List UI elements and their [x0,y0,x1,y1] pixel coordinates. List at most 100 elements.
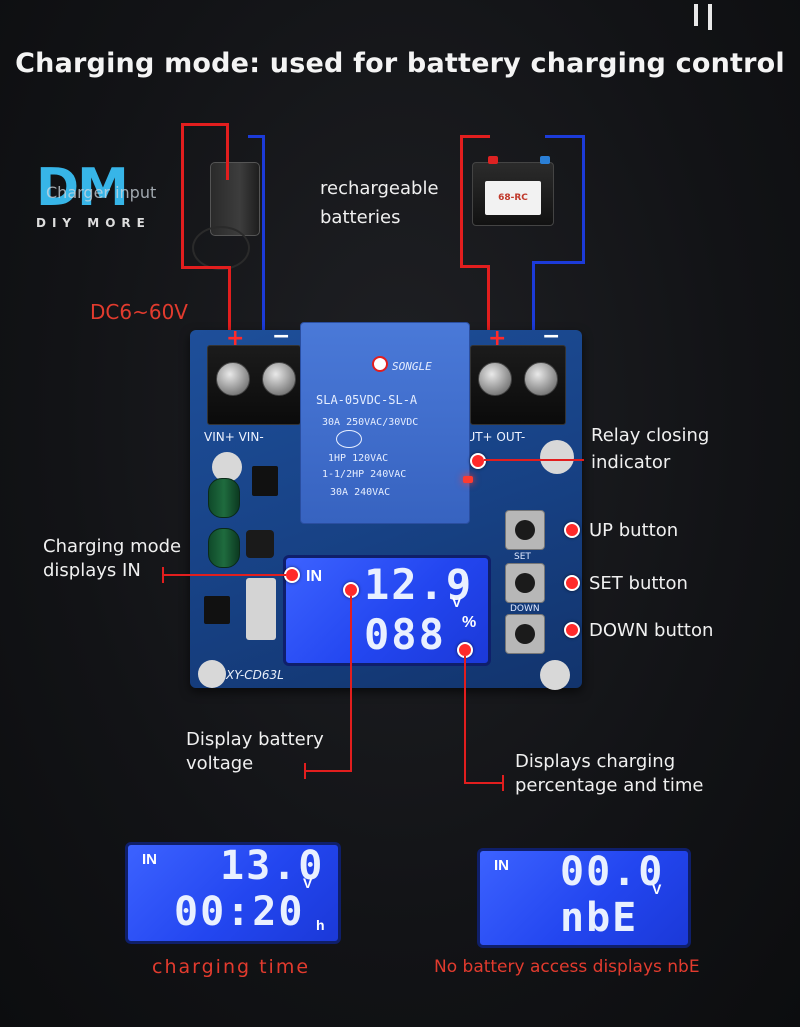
input-screw-positive [216,362,250,396]
percentage-label: Displays charging percentage and time [515,751,704,796]
up-button[interactable] [505,510,545,550]
relay-cqc-mark [336,430,362,448]
relay-brand: SONGLE [392,360,432,373]
relay-spec-3: 1-1/2HP 240VAC [322,469,407,480]
charger-wire-red-inner [226,123,229,180]
charging-mode-dot [284,567,300,583]
mount-hole-tr [540,440,574,474]
battery-voltage-label: Display battery voltage [186,729,324,774]
charging-time-lcd-time-unit: h [316,917,325,933]
main-lcd-percent-unit: % [462,614,477,631]
board-model-label: XY-CD63L [226,668,284,682]
charger-wire-red-top [181,123,228,126]
main-lcd-display: IN 12.9 V 088 % [283,555,491,666]
logo-mark: DM [36,158,129,218]
mount-hole-bl [198,660,226,688]
battery-wire-red-top [460,135,490,138]
battery-wire-red-down [487,265,490,365]
regulator-chip [204,596,230,624]
percentage-callout-vertical [464,656,466,784]
voltage-callout-tick [304,763,306,779]
set-button[interactable] [505,563,545,603]
main-lcd-percent: 088 [364,610,446,659]
relay [300,322,470,524]
heatsink-plate [246,578,276,640]
charging-time-caption: charging time [152,956,311,978]
mount-hole-br [540,660,570,690]
set-button-cap[interactable] [515,573,535,593]
charger-wire-red-bottom [181,266,229,269]
relay-spec-4: 30A 240VAC [330,487,391,498]
main-lcd-mode: IN [306,568,322,585]
relay-indicator-led [463,476,473,483]
voltage-callout-horizontal [306,770,352,772]
charger-input-label: Charger input [46,183,157,202]
no-battery-caption: No battery access displays nbE [434,957,700,977]
battery-icon: 68-RC [472,162,554,226]
voltage-callout-vertical [350,596,352,772]
battery-wire-blue-top [545,135,585,138]
out-label: OUT+ OUT- [457,430,526,444]
relay-indicator-label: Relay closing indicator [591,425,710,473]
battery-negative-terminal [540,156,550,164]
up-button-cap[interactable] [515,520,535,540]
charger-adapter-icon [210,162,260,236]
charger-wire-red-down [228,266,231,362]
output-screw-negative [524,362,558,396]
charging-time-lcd: IN 13.0 V 00:20 h [125,842,341,944]
percentage-callout-tick [502,775,504,791]
charging-time-lcd-time: 00:20 [174,889,305,935]
charging-time-lcd-mode: IN [142,851,157,868]
battery-wire-blue-mid [532,261,585,264]
no-battery-lcd: IN 00.0 V nbE [477,848,691,948]
relay-spec-2: 1HP 120VAC [328,453,389,464]
charger-wire-blue-down [262,135,265,403]
top-bar-right [708,4,712,30]
battery-wire-red-mid [460,265,490,268]
main-lcd-voltage: 12.9 [364,560,474,609]
charger-wire-red-left [181,123,184,268]
relay-indicator-dot [470,453,486,469]
output-screw-positive [478,362,512,396]
input-plus-sign: + [226,326,245,351]
battery-label-sticker: 68-RC [485,181,541,215]
no-battery-lcd-voltage: 00.0 [560,849,665,895]
down-button[interactable] [505,614,545,654]
charging-mode-callout-tick [162,567,164,583]
up-button-label: UP button [589,520,679,541]
top-bar-left [694,4,698,26]
no-battery-lcd-mode: IN [494,857,509,874]
rechargeable-batteries-label: rechargeable batteries [320,178,439,228]
output-minus-sign: − [542,324,561,349]
charging-time-lcd-voltage-unit: V [303,875,313,891]
charger-cable [192,226,250,270]
charger-wire-blue-top [248,135,265,138]
down-button-silk: DOWN [510,604,540,614]
battery-positive-terminal [488,156,498,164]
relay-spec-1: 30A 250VAC/30VDC [322,417,419,428]
output-plus-sign: + [488,326,507,351]
percentage-callout-horizontal [464,782,504,784]
chip-1 [252,466,278,496]
battery-wire-red-left [460,135,463,267]
page-title: Charging mode: used for battery charging… [15,48,785,79]
input-screw-negative [262,362,296,396]
input-minus-sign: − [272,324,291,349]
relay-callout-line [484,459,584,461]
vin-label: VIN+ VIN- [204,430,264,444]
down-button-cap[interactable] [515,624,535,644]
logo-tagline: DIY MORE [36,216,151,230]
relay-switch-dot [372,356,388,372]
no-battery-lcd-status: nbE [560,895,639,941]
up-button-dot [564,522,580,538]
set-button-label: SET button [589,573,688,594]
charging-time-lcd-voltage: 13.0 [220,843,325,889]
set-button-silk: SET [514,552,531,562]
no-battery-lcd-voltage-unit: V [652,881,662,897]
battery-wire-blue-right [582,135,585,263]
main-lcd-voltage-unit: V [452,594,462,610]
charging-mode-label: Charging mode displays IN [43,536,182,581]
diymore-logo: DM DIY MORE [36,160,186,240]
set-button-dot [564,575,580,591]
relay-model: SLA-05VDC-SL-A [316,393,418,407]
